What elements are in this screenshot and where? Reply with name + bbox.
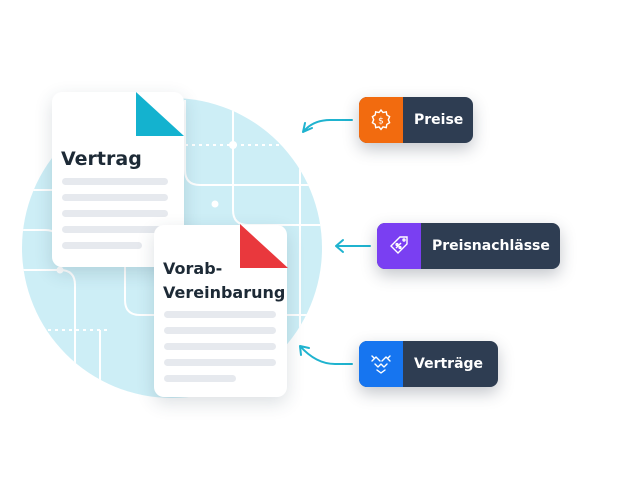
corner-fill <box>136 92 184 136</box>
tag-preise: $ Preise <box>359 97 473 143</box>
arrow-vertraege <box>299 345 353 365</box>
handshake-icon <box>371 355 391 374</box>
tag-icon-box <box>377 223 421 269</box>
document-vertrag: Vertrag <box>52 92 184 267</box>
text-line <box>62 178 168 185</box>
tag-preisnachlaesse: Preisnachlässe <box>377 223 560 269</box>
svg-text:$: $ <box>378 117 384 127</box>
text-line <box>164 327 276 334</box>
tag-label: Preise <box>414 112 464 128</box>
text-line <box>62 194 168 201</box>
folded-corner <box>136 92 184 136</box>
tag-icon-box: $ <box>359 97 403 143</box>
text-line <box>164 375 236 382</box>
document-title-line-1: Vorab- <box>163 259 223 278</box>
text-line <box>164 311 276 318</box>
gear-dollar-icon: $ <box>371 108 391 131</box>
tag-label: Preisnachlässe <box>432 238 550 254</box>
tag-icon-box <box>359 341 403 387</box>
tag-label: Verträge <box>414 356 484 372</box>
document-title: Vertrag <box>61 148 142 170</box>
tag-vertraege: Verträge <box>359 341 498 387</box>
document-title-line-2: Vereinbarung <box>163 283 286 302</box>
arrow-preisnachlaesse <box>335 239 371 253</box>
text-line <box>164 343 276 350</box>
price-tag-percent-icon <box>390 236 408 254</box>
text-line <box>164 359 276 366</box>
text-line <box>62 210 168 217</box>
folded-corner <box>240 224 288 268</box>
arrow-preise <box>302 119 353 133</box>
text-line <box>62 242 142 249</box>
text-line <box>62 226 168 233</box>
